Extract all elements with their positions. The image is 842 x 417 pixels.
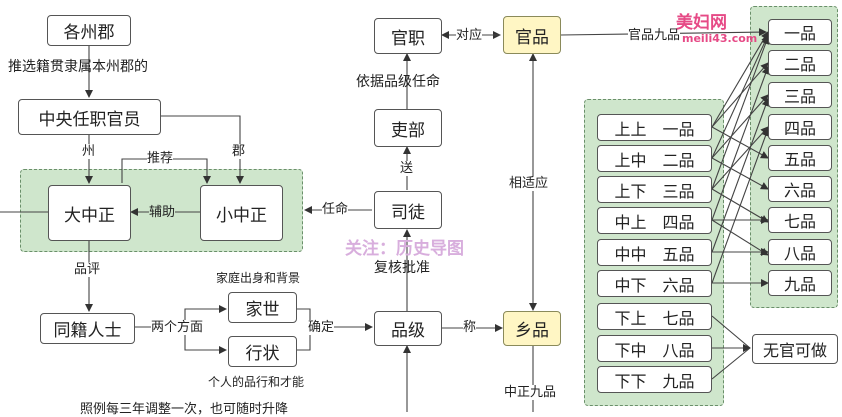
label-jiating: 家庭出身和背景 bbox=[216, 271, 301, 285]
node-xiangpin: 乡品 bbox=[503, 311, 561, 346]
guan-rank-6: 六品 bbox=[768, 176, 832, 202]
xiang-rank-9: 下下 九品 bbox=[597, 366, 712, 393]
node-pinji: 品级 bbox=[374, 311, 442, 346]
node-xiaozhongzheng: 小中正 bbox=[200, 185, 283, 241]
xiang-rank-6: 中下 六品 bbox=[597, 270, 712, 297]
label-queding: 确定 bbox=[308, 320, 335, 335]
guan-rank-7: 七品 bbox=[768, 207, 832, 233]
xiang-rank-1: 上上 一品 bbox=[597, 114, 712, 141]
node-situ: 司徒 bbox=[374, 191, 442, 229]
label-song: 送 bbox=[400, 161, 414, 176]
label-xiangshiying: 相适应 bbox=[509, 176, 549, 191]
xiang-rank-4: 中上 四品 bbox=[597, 207, 712, 234]
node-jiashi: 家世 bbox=[228, 292, 297, 323]
label-cheng: 称 bbox=[463, 320, 477, 335]
guan-rank-1: 一品 bbox=[768, 19, 832, 45]
label-renming: 任命 bbox=[322, 202, 349, 217]
label-tuijian: 推荐 bbox=[147, 151, 174, 166]
node-zhongyang: 中央任职官员 bbox=[18, 99, 161, 135]
guan-rank-5: 五品 bbox=[768, 145, 832, 171]
xiang-rank-3: 上下 三品 bbox=[597, 176, 712, 203]
xiang-rank-8: 下中 八品 bbox=[597, 335, 712, 362]
label-geren: 个人的品行和才能 bbox=[208, 375, 305, 389]
follow-watermark: 关注：历史导图 bbox=[345, 239, 464, 259]
label-duiying: 对应 bbox=[456, 28, 483, 43]
xiang-rank-7: 下上 七品 bbox=[597, 303, 712, 330]
xiang-rank-5: 中中 五品 bbox=[597, 239, 712, 266]
node-gezhoujun: 各州郡 bbox=[47, 15, 131, 46]
site-logo-watermark: 美妇网 bbox=[676, 13, 727, 33]
site-url-watermark: meili43.com bbox=[682, 32, 758, 45]
label-fuzhu: 辅助 bbox=[149, 205, 176, 220]
guan-rank-3: 三品 bbox=[768, 82, 832, 108]
guan-rank-4: 四品 bbox=[768, 114, 832, 140]
node-dazhongzheng: 大中正 bbox=[48, 185, 131, 241]
guan-rank-8: 八品 bbox=[768, 239, 832, 265]
label-jun: 郡 bbox=[232, 144, 246, 159]
label-liangge: 两个方面 bbox=[151, 320, 204, 335]
label-guanpin9: 官品九品 bbox=[628, 28, 681, 43]
label-tuixuan: 推选籍贯隶属本州郡的 bbox=[8, 59, 148, 75]
node-libu: 吏部 bbox=[374, 109, 442, 147]
label-fuhe: 复核批准 bbox=[374, 260, 430, 276]
label-zhongzheng9: 中正九品 bbox=[504, 385, 557, 400]
xiang-rank-2: 上中 二品 bbox=[597, 145, 712, 172]
node-tongji: 同籍人士 bbox=[40, 313, 135, 344]
node-xingzhuang: 行状 bbox=[228, 336, 297, 367]
label-bottom-cut: 照例每三年调整一次，也可随时升降 bbox=[80, 402, 289, 417]
node-guanpin: 官品 bbox=[503, 16, 561, 54]
node-wuguan: 无官可做 bbox=[752, 334, 838, 364]
guan-rank-2: 二品 bbox=[768, 50, 832, 76]
label-pinping: 品评 bbox=[74, 262, 101, 277]
node-guanzhi: 官职 bbox=[374, 18, 442, 54]
guan-rank-9: 九品 bbox=[768, 270, 832, 296]
label-yiju: 依据品级任命 bbox=[356, 74, 440, 90]
label-zhou: 州 bbox=[82, 144, 96, 159]
